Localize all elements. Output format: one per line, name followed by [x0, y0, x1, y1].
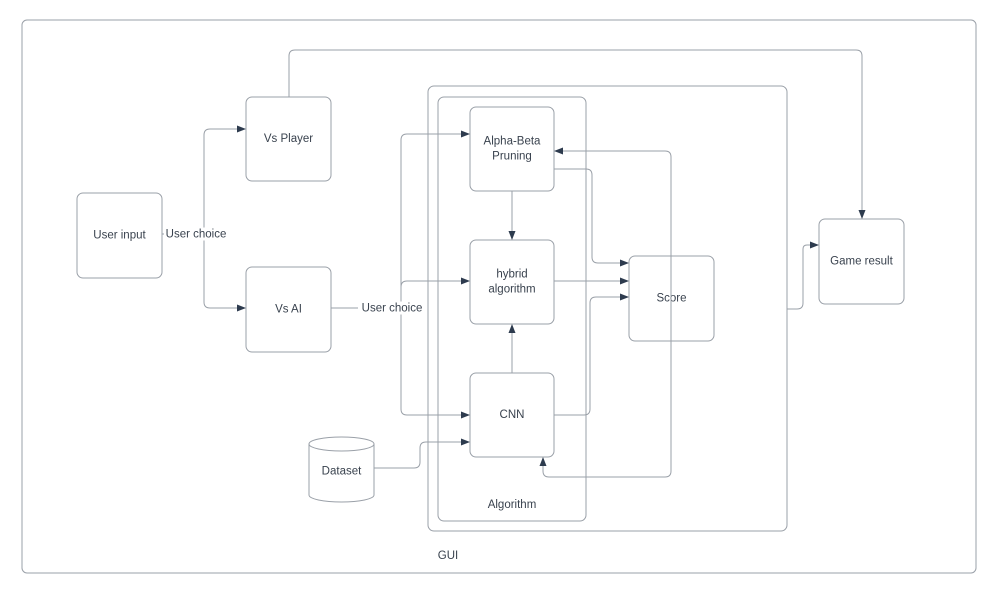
- arrowhead-score-to-alpha-beta-and-cnn-start: [554, 147, 563, 155]
- arrowhead-user-input-to-vs-ai-end: [237, 304, 246, 312]
- connector-dataset-to-cnn: [374, 441, 462, 469]
- node-alpha-beta: [469, 106, 555, 192]
- node-game-result: [818, 218, 905, 305]
- arrowhead-gui-core-to-game-result-end: [810, 241, 819, 249]
- arrowhead-dataset-to-cnn-end: [461, 438, 470, 446]
- arrowhead-cnn-to-score-end: [620, 293, 629, 301]
- node-user-input: [76, 192, 163, 279]
- connector-vs-ai-to-cnn: [331, 307, 462, 416]
- connector-cnn-to-score: [554, 296, 621, 416]
- node-dataset-body: [308, 444, 375, 503]
- node-label-dataset: Dataset: [322, 466, 362, 478]
- connector-user-input-to-vs-ai: [162, 233, 238, 309]
- edge-label-bg-1: [358, 301, 426, 315]
- arrowhead-hybrid-to-score-end: [620, 277, 629, 285]
- arrowhead-vs-player-to-game-result-end: [858, 210, 866, 219]
- container-gui: [21, 19, 977, 574]
- connector-vs-player-to-game-result: [288, 49, 863, 211]
- node-dataset-top: [308, 436, 375, 452]
- connector-score-to-alpha-beta-and-cnn: [542, 150, 672, 478]
- container-algorithm: [437, 96, 587, 522]
- container-label-algorithm: Algorithm: [488, 499, 537, 511]
- edge-label-0: User choice: [166, 229, 227, 241]
- arrowhead-score-to-alpha-beta-and-cnn-end: [539, 457, 547, 466]
- connector-user-input-to-vs-player: [162, 128, 238, 235]
- arrowhead-vs-ai-to-hybrid-end: [461, 277, 470, 285]
- arrowhead-alpha-beta-to-hybrid-end: [508, 231, 516, 240]
- edge-label-1: User choice: [362, 303, 423, 315]
- connector-gui-core-to-game-result: [787, 244, 811, 310]
- container-label-gui: GUI: [438, 550, 458, 562]
- node-label-user-input: User input: [93, 230, 146, 242]
- edge-label-bg-0: [164, 227, 228, 241]
- connector-alpha-beta-to-score: [554, 168, 621, 264]
- arrowhead-vs-ai-to-alpha-beta-end: [461, 130, 470, 138]
- node-hybrid: [469, 239, 555, 325]
- arrowhead-vs-ai-to-cnn-end: [461, 411, 470, 419]
- node-vs-ai: [245, 266, 332, 353]
- arrowhead-user-input-to-vs-player-end: [237, 125, 246, 133]
- containers-layer: GUI Algorithm: [21, 19, 977, 574]
- node-label-vs-ai: Vs AI: [275, 304, 302, 316]
- connector-vs-ai-to-alpha-beta: [331, 133, 462, 309]
- arrowhead-alpha-beta-to-score-end: [620, 259, 629, 267]
- node-label-cnn: CNN: [500, 409, 525, 421]
- connectors-layer: [162, 49, 866, 478]
- arrowhead-cnn-to-hybrid-end: [508, 324, 516, 333]
- node-label-vs-player: Vs Player: [264, 133, 313, 145]
- node-label-game-result: Game result: [830, 256, 893, 268]
